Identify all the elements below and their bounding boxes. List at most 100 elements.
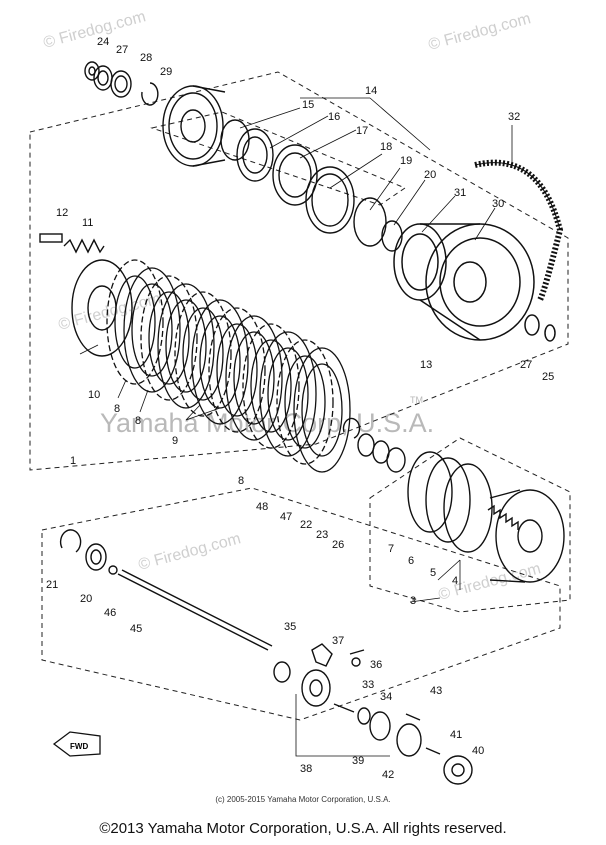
callout-7: 8 [114,403,120,415]
steel-plate [259,331,317,457]
part-22-washer [59,529,82,553]
part-19-ring [353,197,387,247]
plate-inner-ring [301,363,343,457]
callout-32: 32 [508,111,520,123]
part-43-screw [405,713,421,721]
boss-subassembly-box [369,437,571,613]
callout-1: 1 [70,455,76,467]
callout-25: 26 [332,539,344,551]
leader-lines [79,97,513,757]
callout-22: 21 [46,579,58,591]
callout-43: 43 [430,685,442,697]
part-6-plate [407,451,453,533]
steel-plate [123,267,181,393]
callout-6: 7 [388,543,394,555]
callout-10: 10 [88,389,100,401]
callout-35: 35 [284,621,296,633]
callout-30: 30 [492,198,504,210]
callout-19: 19 [400,155,412,167]
callout-27-top: 27 [116,44,128,56]
callout-34: 34 [380,691,392,703]
callout-13: 13 [420,359,432,371]
part-28-washer [110,70,132,98]
plate-inner-ring [165,299,207,393]
callout-27-right: 27 [520,359,532,371]
plate-inner-ring [216,323,258,417]
callout-33: 33 [362,679,374,691]
callout-46: 47 [280,511,292,523]
small-copyright: (c) 2005-2015 Yamaha Motor Corporation, … [215,795,391,804]
callout-5: 6 [408,555,414,567]
callout-16: 16 [328,111,340,123]
part-37-screw [349,649,365,655]
plate-inner-ring [148,291,190,385]
group-boxes [29,71,571,721]
clutch-plates [106,259,351,473]
callout-42: 42 [382,769,394,781]
part-32-gear-ring [474,159,564,302]
callout-24: 23 [316,529,328,541]
steel-plate [225,315,283,441]
friction-plate [174,291,232,417]
pressure-plate-group [39,233,133,357]
steel-plate [157,283,215,409]
plate-inner-ring [250,339,292,433]
part-16-bearing [236,128,274,182]
callout-28: 28 [140,52,152,64]
part-45-ball [108,565,118,575]
callout-23: 22 [300,519,312,531]
shaft-group [59,529,473,785]
callout-20: 20 [424,169,436,181]
part-29-circlip [141,82,159,106]
callout-26-top: 24 [97,36,109,48]
callout-38: 38 [300,763,312,775]
steel-plate [191,299,249,425]
plate-inner-ring [182,307,224,401]
friction-plate [242,323,300,449]
friction-plate [140,275,198,401]
watermark-top-right: © Firedog.com [427,10,533,54]
part-27-bearing-right [524,314,540,336]
clutch-housing [393,159,564,342]
callout-26-right: 25 [542,371,554,383]
callout-14: 14 [365,85,377,97]
part-26-washer [84,61,100,81]
part-36-washer [351,657,361,667]
part-41-screw [425,747,441,755]
part-26-washer-right [544,324,556,342]
callout-37: 37 [332,635,344,647]
watermark-tm: TM [410,395,423,405]
part-3-boss [495,489,565,583]
callout-29: 29 [160,66,172,78]
callout-4: 5 [430,567,436,579]
part-20-washer [381,220,403,252]
callout-18: 18 [380,141,392,153]
part-46-bearing [357,433,375,457]
callout-17: 17 [356,125,368,137]
plate-inner-ring [267,347,309,441]
part-35-bracket [311,643,333,667]
part-38-lever [301,669,331,707]
part-47-spring [342,417,361,439]
callout-47: 48 [256,501,268,513]
callout-39: 39 [352,755,364,767]
part-14-primary-gear [162,85,224,167]
shaft-box [41,487,561,721]
plate-inner-ring [284,355,326,449]
callout-44: 45 [130,623,142,635]
watermark-top-left: © Firedog.com [42,8,148,52]
callout-36: 36 [370,659,382,671]
part-12-bolt [39,233,63,243]
friction-plate [106,259,164,385]
callout-8-right: 8 [238,475,244,487]
part-33-screw [333,703,355,713]
callout-41: 41 [450,729,462,741]
callout-11: 11 [82,217,93,229]
part-25-nut [386,447,406,473]
plate-inner-ring [131,283,173,377]
callout-3: 4 [452,575,458,587]
callout-15: 15 [302,99,314,111]
part-48-ball [273,661,291,683]
callout-labels: 24 27 28 29 14 15 16 17 18 19 20 31 30 3… [46,36,554,781]
top-bearing-stack [84,61,403,252]
